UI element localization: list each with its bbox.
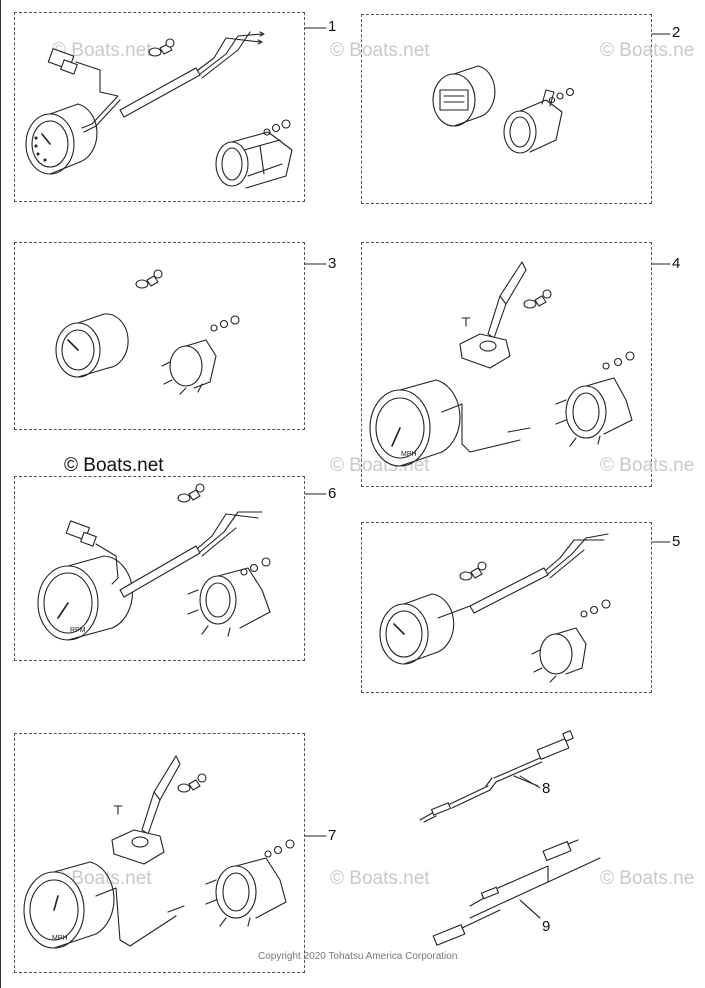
callout-2: 2: [672, 24, 681, 41]
callout-6: 6: [328, 485, 337, 502]
kit-5-bulb: [459, 561, 487, 581]
kit-2-gauge: [432, 65, 496, 127]
watermark-1: © Boats.net: [52, 40, 152, 61]
kit-4-nuts: [602, 351, 635, 370]
kit-1-gauge: [25, 103, 98, 175]
kit-6-bracket: [187, 567, 271, 637]
kit-6-rpm-label: RPM: [70, 627, 86, 634]
watermark-7: © Boats.net: [52, 868, 152, 889]
kit-5-harness: [437, 533, 609, 619]
leader-lines: [304, 27, 671, 919]
kit-5-gauge: [379, 593, 455, 665]
callout-9: 9: [542, 918, 551, 935]
kit-box-2: [361, 14, 652, 204]
callout-7: 7: [328, 827, 337, 844]
kit-2-bracket: [503, 89, 563, 154]
watermark-3: © Boats.ne: [600, 40, 695, 61]
kit-6-gauge: RPM: [37, 555, 133, 641]
callout-4: 4: [672, 255, 681, 272]
kit-4-bracket: [555, 377, 633, 447]
kit-1-nuts: [263, 119, 291, 136]
kit-5-bracket: [531, 627, 587, 683]
kit-7-mph-label: MPH: [52, 935, 68, 942]
kit-4-bulb: [523, 289, 552, 309]
kit-7-gauge: MPH: [23, 861, 185, 949]
kit-5-nuts: [580, 599, 611, 618]
kit-7-pickup: [111, 755, 181, 865]
part-9-cable: [432, 839, 601, 946]
kit-7-bracket: [205, 857, 287, 927]
kit-3-nuts: [210, 315, 240, 332]
watermark-2: © Boats.net: [330, 40, 430, 61]
kit-4-gauge: MPH: [369, 379, 531, 467]
kit-box-4: [361, 242, 652, 487]
callout-1: 1: [328, 18, 337, 35]
kit-6-bulb: [177, 483, 205, 503]
kit-box-3: [14, 242, 305, 430]
callout-5: 5: [672, 533, 681, 550]
kit-1-bracket: [215, 131, 293, 189]
kit-7-nuts: [264, 839, 295, 858]
kit-6-nuts: [240, 557, 271, 576]
kit-3-bracket: [161, 339, 217, 395]
kit-1-bulb: [148, 38, 175, 57]
kit-box-7: [14, 733, 305, 973]
watermark-6: © Boats.ne: [600, 455, 695, 476]
kit-box-5: [361, 522, 652, 693]
kit-6-harness: [65, 511, 263, 598]
callout-8: 8: [542, 780, 551, 797]
kit-3-gauge: [55, 313, 129, 378]
kit-box-6: [14, 476, 305, 661]
watermark-9: © Boats.ne: [600, 868, 695, 889]
callout-3: 3: [328, 255, 337, 272]
kit-4-mph-label: MPH: [401, 451, 417, 458]
kit-3-bulb: [135, 269, 163, 289]
kit-7-bulb: [177, 773, 207, 793]
part-8-cable: [419, 730, 574, 823]
page-left-border: [0, 0, 1, 988]
copyright-notice: Copyright 2020 Tohatsu America Corporati…: [258, 951, 458, 962]
watermark-8: © Boats.net: [330, 868, 430, 889]
kit-2-nuts: [548, 87, 575, 104]
watermark-4: © Boats.net: [64, 455, 164, 476]
kit-box-1: [14, 12, 305, 202]
kit-4-pickup: [459, 261, 527, 369]
kit-1-harness: [47, 31, 265, 133]
